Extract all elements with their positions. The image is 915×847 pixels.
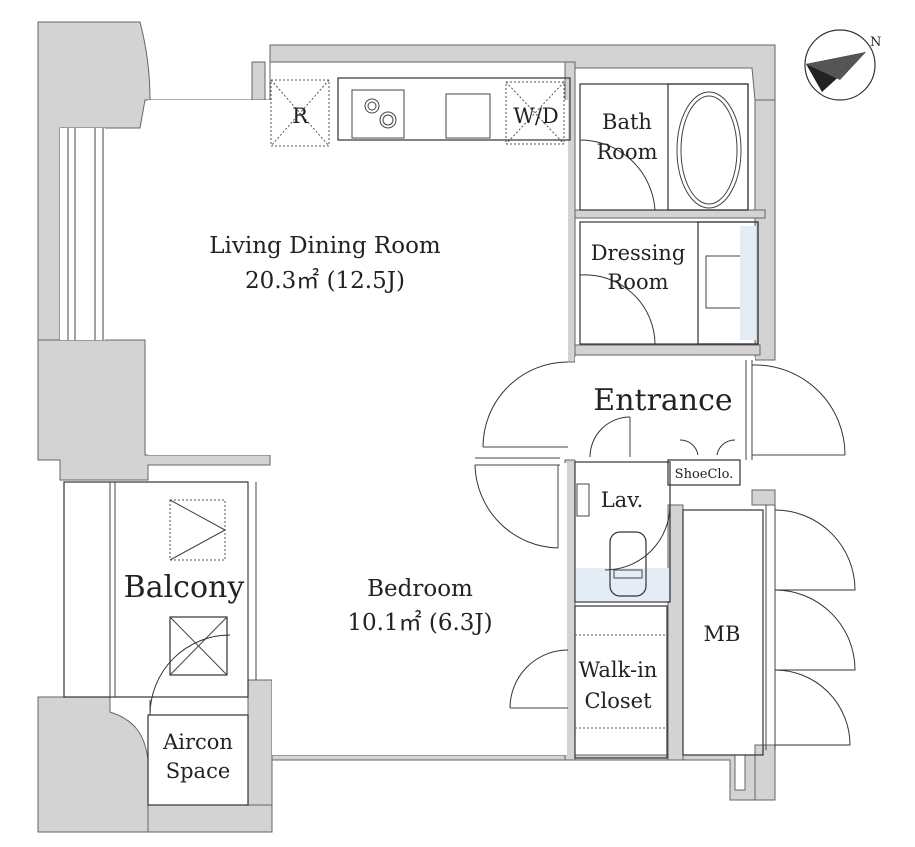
walk-in-closet	[509, 605, 668, 759]
aircon-label-line2: Space	[166, 759, 231, 783]
shoe-closet-label: ShoeClo.	[675, 467, 734, 482]
dressing-room	[579, 221, 759, 345]
living-room-name: Living Dining Room	[209, 233, 441, 259]
compass-arrow-icon	[804, 29, 876, 101]
balcony-area	[63, 481, 257, 716]
dressing-label-line2: Room	[607, 270, 668, 294]
living-room-area: 20.3㎡ (12.5J)	[245, 268, 405, 294]
compass-north-label: N	[870, 35, 881, 50]
lav-label: Lav.	[601, 488, 644, 512]
walkin-label-line1: Walk-in	[579, 658, 658, 682]
bath-label-line2: Room	[596, 140, 657, 164]
aircon-space-box	[147, 714, 249, 806]
bath-label-line1: Bath	[602, 110, 652, 134]
lavatory	[574, 461, 671, 603]
aircon-label-line1: Aircon	[162, 730, 233, 754]
refrigerator	[270, 79, 330, 147]
mb-closet	[682, 505, 856, 756]
entrance-area	[482, 357, 846, 486]
entrance-label: Entrance	[593, 383, 732, 418]
walkin-label-line2: Closet	[584, 689, 652, 713]
interior	[148, 100, 568, 755]
bedroom-area: 10.1㎡ (6.3J)	[347, 610, 492, 636]
washer	[505, 81, 565, 145]
left-window	[60, 128, 105, 340]
kitchen-counter	[337, 77, 571, 141]
balcony-label: Balcony	[124, 570, 245, 605]
bedroom-name: Bedroom	[367, 576, 473, 602]
washer-label: W/D	[513, 104, 559, 128]
bath-room	[579, 83, 749, 211]
refrigerator-label: R	[292, 104, 309, 128]
mb-label: MB	[704, 622, 741, 646]
bedroom-door	[474, 457, 560, 549]
dressing-label-line1: Dressing	[591, 241, 686, 265]
